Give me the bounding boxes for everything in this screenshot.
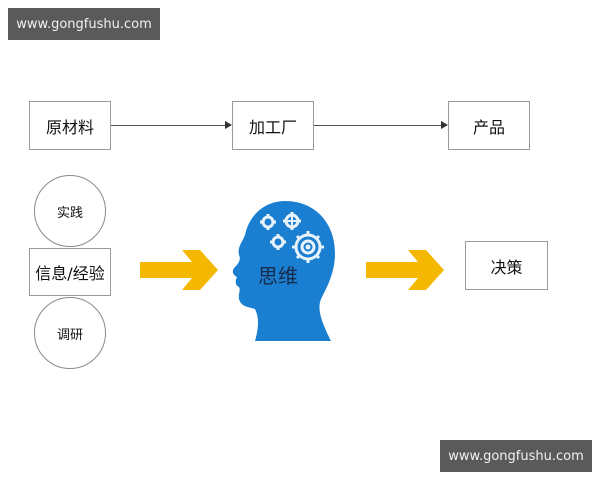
connector-line	[314, 125, 441, 126]
right-arrow-icon	[140, 250, 218, 290]
human-head-with-gears-icon	[232, 201, 335, 341]
arrowhead-icon	[441, 121, 448, 129]
arrowhead-icon	[225, 121, 232, 129]
node-info-experience: 信息/经验	[29, 248, 111, 296]
connector-line	[111, 125, 225, 126]
node-product: 产品	[448, 101, 530, 150]
circle-research: 调研	[34, 297, 106, 369]
node-factory: 加工厂	[232, 101, 314, 150]
node-decision: 决策	[465, 241, 548, 290]
right-arrow-icon	[366, 250, 444, 290]
thinking-label: 思维	[258, 264, 298, 288]
watermark-bottom: www.gongfushu.com	[440, 440, 592, 472]
node-raw-materials: 原材料	[29, 101, 111, 150]
circle-practice: 实践	[34, 175, 106, 247]
watermark-top: www.gongfushu.com	[8, 8, 160, 40]
